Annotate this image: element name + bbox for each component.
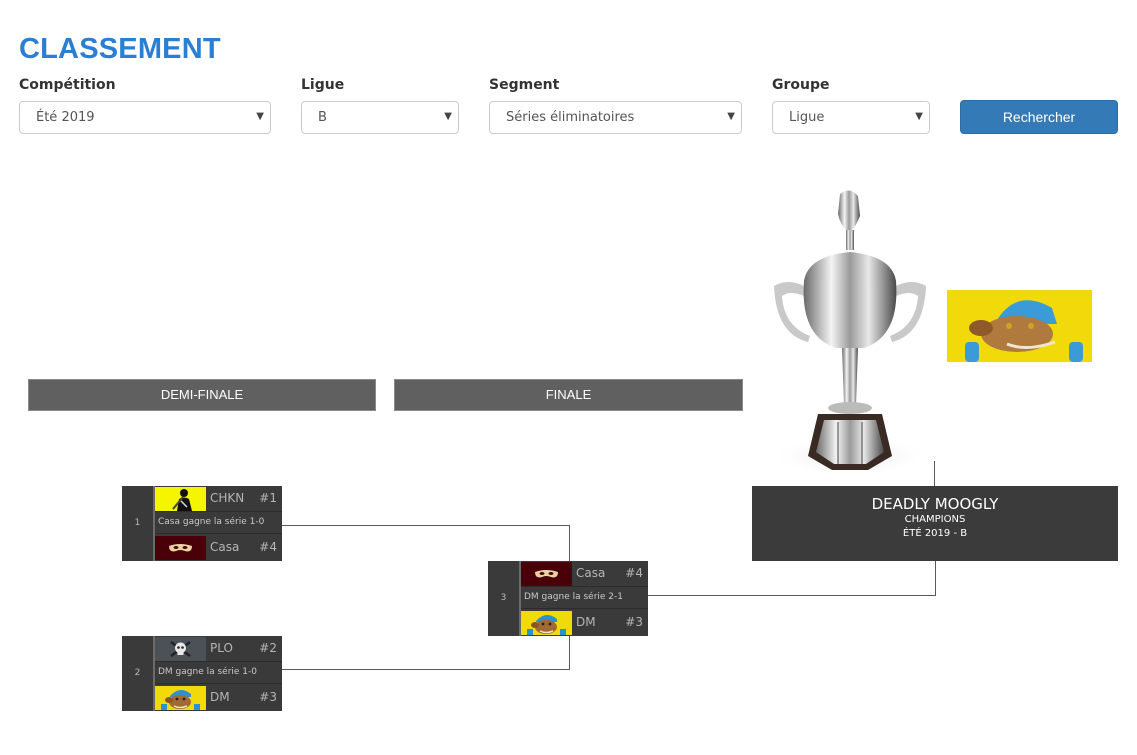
team-name: PLO <box>210 641 233 655</box>
search-button[interactable]: Rechercher <box>960 100 1118 134</box>
competition-select[interactable]: Été 2019 ▼ <box>19 101 271 134</box>
match-result: Casa gagne la série 1-0 <box>155 512 282 534</box>
match-result: DM gagne la série 2-1 <box>521 587 648 609</box>
match-team[interactable]: Casa #4 <box>521 561 648 587</box>
group-value: Ligue <box>789 110 825 125</box>
bracket-connector <box>935 561 936 596</box>
match-team[interactable]: DM #3 <box>521 610 648 636</box>
bracket-connector <box>282 669 570 670</box>
match-team[interactable]: DM #3 <box>155 685 282 711</box>
chevron-down-icon: ▼ <box>444 111 452 122</box>
champion-name: DEADLY MOOGLY <box>871 495 999 513</box>
group-select[interactable]: Ligue ▼ <box>772 101 930 134</box>
segment-select[interactable]: Séries éliminatoires ▼ <box>489 101 742 134</box>
match-team[interactable]: CHKN #1 <box>155 486 282 512</box>
champion-banner: DEADLY MOOGLY CHAMPIONS ÉTÉ 2019 - B <box>752 486 1118 561</box>
moogly-logo-icon <box>155 686 206 710</box>
team-seed: #3 <box>625 615 643 629</box>
league-select[interactable]: B ▼ <box>301 101 459 134</box>
competition-value: Été 2019 <box>36 110 95 125</box>
chevron-down-icon: ▼ <box>256 111 264 122</box>
team-name: CHKN <box>210 491 245 505</box>
round-header-final: FINALE <box>394 379 743 411</box>
trophy-icon <box>772 190 928 476</box>
match-number: 1 <box>122 486 155 561</box>
team-name: Casa <box>210 540 240 554</box>
team-seed: #3 <box>259 690 277 704</box>
bracket-connector <box>569 636 570 670</box>
segment-label: Segment <box>489 77 560 93</box>
round-header-semifinal: DEMI-FINALE <box>28 379 376 411</box>
bracket-connector <box>569 525 570 561</box>
mask-logo-icon <box>521 562 572 586</box>
bracket-connector <box>282 525 570 526</box>
segment-value: Séries éliminatoires <box>506 110 635 125</box>
match-number: 3 <box>488 561 521 636</box>
chkn-logo-icon <box>155 487 206 511</box>
team-seed: #4 <box>625 566 643 580</box>
mask-logo-icon <box>155 536 206 560</box>
moogly-logo-icon <box>521 611 572 635</box>
deadly-moogly-logo-icon <box>947 290 1092 362</box>
chevron-down-icon: ▼ <box>915 111 923 122</box>
skull-logo-icon <box>155 637 206 661</box>
league-label: Ligue <box>301 77 345 93</box>
page-title: CLASSEMENT <box>19 33 221 65</box>
match-result: DM gagne la série 1-0 <box>155 662 282 684</box>
team-name: DM <box>576 615 596 629</box>
team-name: DM <box>210 690 230 704</box>
team-name: Casa <box>576 566 606 580</box>
match-team[interactable]: Casa #4 <box>155 535 282 561</box>
team-seed: #2 <box>259 641 277 655</box>
team-seed: #4 <box>259 540 277 554</box>
team-seed: #1 <box>259 491 277 505</box>
match-1[interactable]: 1 CHKN #1 Casa gagne la série 1-0 Casa #… <box>122 486 282 561</box>
match-number: 2 <box>122 636 155 711</box>
bracket-connector <box>648 595 936 596</box>
league-value: B <box>318 110 327 125</box>
champion-subtitle: CHAMPIONS <box>904 514 966 525</box>
champion-season: ÉTÉ 2019 - B <box>902 528 968 539</box>
bracket-connector <box>934 461 935 486</box>
match-2[interactable]: 2 PLO #2 DM gagne la série 1-0 DM #3 <box>122 636 282 711</box>
group-label: Groupe <box>772 77 830 93</box>
chevron-down-icon: ▼ <box>727 111 735 122</box>
competition-label: Compétition <box>19 77 116 93</box>
match-team[interactable]: PLO #2 <box>155 636 282 662</box>
match-3[interactable]: 3 Casa #4 DM gagne la série 2-1 DM #3 <box>488 561 648 636</box>
